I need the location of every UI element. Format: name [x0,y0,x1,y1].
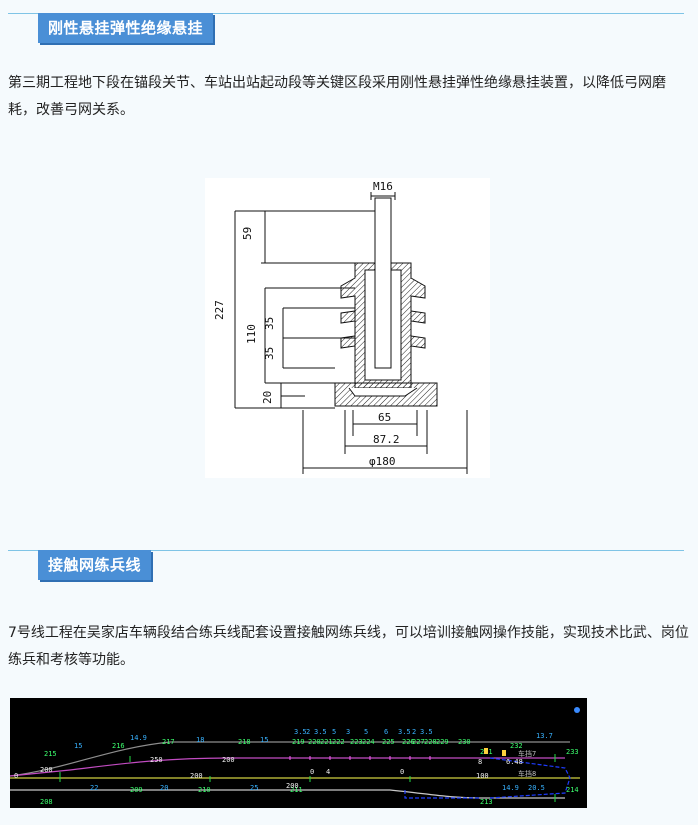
svg-text:3.5: 3.5 [314,728,327,736]
svg-text:2: 2 [412,728,416,736]
section-paragraph: 第三期工程地下段在锚段关节、车站出站起动段等关键区段采用刚性悬挂弹性绝缘悬挂装置… [8,75,666,118]
svg-text:5: 5 [364,728,368,736]
svg-text:0: 0 [400,768,404,776]
svg-text:8: 8 [478,758,482,766]
svg-text:200: 200 [222,756,235,764]
svg-text:221: 221 [320,738,333,746]
section-header-rigid-suspension: 刚性悬挂弹性绝缘悬挂 [8,13,684,48]
svg-text:0: 0 [310,768,314,776]
svg-text:5: 5 [332,728,336,736]
dim-110: 110 [245,324,258,344]
svg-text:车挡8: 车挡8 [518,769,536,778]
svg-text:219: 219 [292,738,305,746]
dim-thread: M16 [373,180,393,193]
svg-text:210: 210 [198,786,211,794]
svg-text:233: 233 [566,748,579,756]
svg-text:3: 3 [346,728,350,736]
svg-text:225: 225 [382,738,395,746]
svg-text:14.9: 14.9 [502,784,519,792]
svg-text:18: 18 [196,736,204,744]
svg-text:200: 200 [190,772,203,780]
training-line-track-plan: 215 216 217 218 219 220 221 222 223 224 … [9,698,587,808]
svg-text:216: 216 [112,742,125,750]
svg-text:200: 200 [40,766,53,774]
svg-text:224: 224 [362,738,375,746]
section-title: 接触网练兵线 [38,550,152,580]
dim-180: φ180 [369,455,396,468]
insulator-drawing-svg: M16 59 227 110 35 35 20 65 87.2 φ180 [213,180,468,474]
svg-text:4: 4 [326,768,330,776]
svg-text:100: 100 [476,772,489,780]
svg-text:214: 214 [566,786,579,794]
svg-text:200: 200 [286,782,299,790]
svg-text:232: 232 [510,742,523,750]
dim-227: 227 [213,300,226,320]
svg-text:209: 209 [130,786,143,794]
svg-text:218: 218 [238,738,251,746]
svg-text:车挡7: 车挡7 [518,749,536,758]
svg-text:15: 15 [260,736,268,744]
svg-text:20.5: 20.5 [528,784,545,792]
svg-text:228: 228 [424,738,437,746]
section-header-training-line: 接触网练兵线 [8,550,684,585]
svg-text:211: 211 [290,786,303,794]
svg-text:220: 220 [308,738,321,746]
section-paragraph: 7号线工程在吴家店车辆段结合练兵线配套设置接触网练兵线，可以培训接触网操作技能，… [8,625,689,668]
insulator-drawing: M16 59 227 110 35 35 20 65 87.2 φ180 [205,178,490,478]
svg-text:13.7: 13.7 [536,732,553,740]
svg-text:3.5: 3.5 [420,728,433,736]
svg-text:227: 227 [412,738,425,746]
section-title: 刚性悬挂弹性绝缘悬挂 [38,13,214,43]
dim-87: 87.2 [373,433,400,446]
svg-text:222: 222 [332,738,345,746]
svg-text:229: 229 [436,738,449,746]
svg-text:6: 6 [384,728,388,736]
dim-35b: 35 [263,347,276,360]
dim-65: 65 [378,411,391,424]
dim-35a: 35 [263,317,276,330]
svg-text:14.9: 14.9 [130,734,147,742]
svg-text:215: 215 [44,750,57,758]
svg-text:0: 0 [14,772,18,780]
svg-text:217: 217 [162,738,175,746]
svg-text:208: 208 [40,798,53,806]
svg-text:20: 20 [160,784,168,792]
svg-text:213: 213 [480,798,493,806]
svg-text:3.5: 3.5 [398,728,411,736]
svg-text:223: 223 [350,738,363,746]
track-plan-svg: 215 216 217 218 219 220 221 222 223 224 … [9,707,580,806]
svg-text:25: 25 [250,784,258,792]
svg-text:226: 226 [402,738,415,746]
svg-text:15: 15 [74,742,82,750]
svg-text:6.48: 6.48 [506,758,523,766]
dim-59: 59 [241,227,254,240]
svg-text:2: 2 [306,728,310,736]
svg-text:22: 22 [90,784,98,792]
svg-text:230: 230 [458,738,471,746]
dim-20: 20 [261,391,274,404]
svg-text:250: 250 [150,756,163,764]
svg-text:3.5: 3.5 [294,728,307,736]
